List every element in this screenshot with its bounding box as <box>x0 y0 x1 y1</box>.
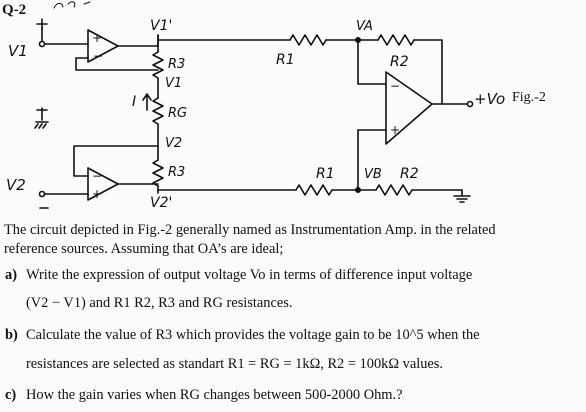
label-rg: RG <box>168 106 187 121</box>
svg-text:+: + <box>92 187 102 201</box>
svg-text:+: + <box>92 31 102 45</box>
label-current: I <box>132 94 136 110</box>
svg-text:−: − <box>93 49 103 63</box>
resistor-r2-top <box>377 34 415 46</box>
question-c-line-1: How the gain varies when RG changes betw… <box>26 387 403 403</box>
svg-text:−: − <box>390 79 400 93</box>
label-node-v2-out: V2' <box>150 195 172 211</box>
label-node-v1-out: V1' <box>150 18 172 34</box>
resistor-r3-top <box>152 51 164 79</box>
label-va: VA <box>356 19 373 34</box>
label-node-v1: V1 <box>165 76 182 91</box>
question-a-label: a) <box>5 267 17 283</box>
question-b-line-1: Calculate the value of R3 which provides… <box>26 327 480 343</box>
ground-left <box>34 107 49 129</box>
input-v1-terminal <box>41 27 89 45</box>
label-r1-top: R1 <box>276 52 295 68</box>
ground-right <box>453 189 471 203</box>
label-input-v2: V2 <box>6 176 26 194</box>
label-r2-top: R2 <box>390 54 409 70</box>
label-vo: +Vo <box>474 90 505 108</box>
opamp-top <box>87 29 119 63</box>
question-c-label: c) <box>5 387 17 403</box>
label-r3-top: R3 <box>168 57 185 72</box>
opamp-bottom <box>87 167 119 201</box>
opamp-output <box>385 71 433 145</box>
svg-text:+: + <box>390 123 400 137</box>
resistor-rg <box>152 97 164 125</box>
resistor-r3-bottom <box>152 159 164 187</box>
question-a-line-2: (V2 − V1) and R1 R2, R3 and RG resistanc… <box>26 295 293 311</box>
svg-text:−: − <box>92 169 102 183</box>
question-label: Q-2 <box>2 2 27 18</box>
label-input-v1: V1 <box>8 42 28 60</box>
resistor-r2-bottom <box>375 184 413 196</box>
label-vb: VB <box>364 167 382 182</box>
label-r3-bottom: R3 <box>168 165 185 180</box>
intro-line-2: reference sources. Assuming that OA’s ar… <box>4 241 284 257</box>
label-node-v2: V2 <box>165 136 182 151</box>
label-r2-bottom: R2 <box>400 166 419 182</box>
question-a-line-1: Write the expression of output voltage V… <box>26 267 473 283</box>
question-b-line-2: resistances are selected as standart R1 … <box>26 356 443 372</box>
figure-label: Fig.-2 <box>512 90 546 105</box>
resistor-r1-bottom <box>295 184 333 196</box>
circuit-diagram: + − − + − + V1 V2 V1' V1 V2 V2' R3 RG R3… <box>6 1 505 211</box>
resistor-r1-top <box>289 34 327 46</box>
question-b-label: b) <box>5 327 18 343</box>
intro-line-1: The circuit depicted in Fig.-2 generally… <box>4 222 496 238</box>
label-r1-bottom: R1 <box>316 166 335 182</box>
